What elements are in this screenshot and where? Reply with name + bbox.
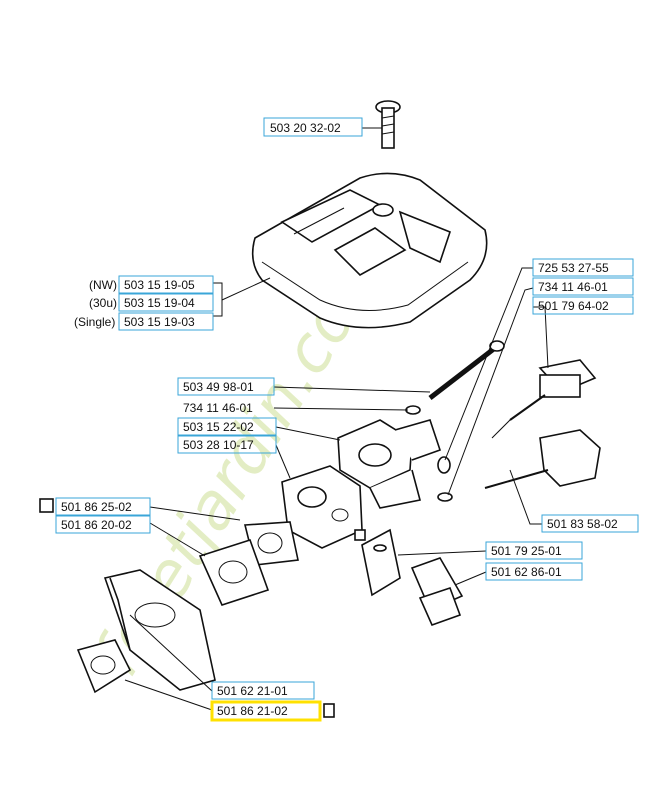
- svg-text:734 11 46-01: 734 11 46-01: [183, 401, 253, 415]
- leader-lines: [124, 127, 549, 711]
- label-washer-a[interactable]: 734 11 46-01: [183, 401, 253, 415]
- label-long-screw[interactable]: 503 49 98-01: [177, 377, 275, 396]
- label-flange[interactable]: 503 15 22-02: [177, 417, 277, 436]
- svg-text:734 11 46-01: 734 11 46-01: [538, 280, 608, 294]
- svg-text:501 62 21-01: 501 62 21-01: [217, 684, 288, 698]
- svg-text:501 83 58-02: 501 83 58-02: [547, 517, 618, 531]
- label-choke-lever[interactable]: 501 79 64-02: [532, 296, 634, 315]
- plate-filter-parts: [361, 528, 464, 627]
- label-washer-b[interactable]: 734 11 46-01: [532, 277, 634, 296]
- cover-30u-prefix: (30u): [89, 296, 117, 310]
- svg-text:501 86 21-02: 501 86 21-02: [217, 704, 288, 718]
- svg-text:503 20 32-02: 503 20 32-02: [270, 121, 341, 135]
- svg-text:503 15 22-02: 503 15 22-02: [183, 420, 254, 434]
- svg-text:503 49 98-01: 503 49 98-01: [183, 380, 254, 394]
- cover-single-prefix: (Single): [74, 315, 115, 329]
- label-cover-nw[interactable]: (NW) 503 15 19-05: [89, 275, 214, 294]
- label-plate[interactable]: 501 79 25-01: [485, 541, 583, 560]
- svg-text:503 15 19-03: 503 15 19-03: [124, 315, 195, 329]
- label-carburetor[interactable]: 503 28 10-17: [177, 435, 277, 454]
- label-gasket-b[interactable]: 501 86 21-02: [210, 700, 335, 722]
- label-screw-top[interactable]: 503 20 32-02: [263, 117, 363, 137]
- label-intake[interactable]: 501 62 21-01: [211, 681, 315, 700]
- label-gasket-box-a[interactable]: 501 86 25-02: [39, 497, 151, 516]
- label-choke-a[interactable]: 725 53 27-55: [532, 258, 634, 277]
- svg-text:725 53 27-55: 725 53 27-55: [538, 261, 609, 275]
- label-throttle-link[interactable]: 501 83 58-02: [541, 514, 639, 533]
- svg-text:501 86 25-02: 501 86 25-02: [61, 500, 132, 514]
- gasket-intake-parts: [76, 521, 299, 694]
- svg-text:501 62 86-01: 501 62 86-01: [491, 565, 562, 579]
- filter-cover-part: [251, 172, 488, 329]
- choke-parts: [437, 359, 601, 502]
- svg-text:501 86 20-02: 501 86 20-02: [61, 518, 132, 532]
- carburetor-part: [281, 465, 366, 549]
- flange-part: [337, 419, 442, 509]
- label-filter[interactable]: 501 62 86-01: [485, 562, 583, 581]
- label-gasket-a[interactable]: 501 86 20-02: [55, 515, 151, 534]
- long-screw-part: [405, 340, 505, 415]
- cover-nw-prefix: (NW): [89, 278, 117, 292]
- svg-text:503 28 10-17: 503 28 10-17: [183, 438, 254, 452]
- label-cover-30u[interactable]: (30u) 503 15 19-04: [89, 293, 214, 312]
- svg-text:501 79 64-02: 501 79 64-02: [538, 299, 609, 313]
- svg-text:501 79 25-01: 501 79 25-01: [491, 544, 562, 558]
- top-screw-part: [375, 100, 401, 149]
- svg-text:503 15 19-05: 503 15 19-05: [124, 278, 195, 292]
- label-cover-single[interactable]: (Single) 503 15 19-03: [74, 312, 214, 331]
- svg-text:503 15 19-04: 503 15 19-04: [124, 296, 195, 310]
